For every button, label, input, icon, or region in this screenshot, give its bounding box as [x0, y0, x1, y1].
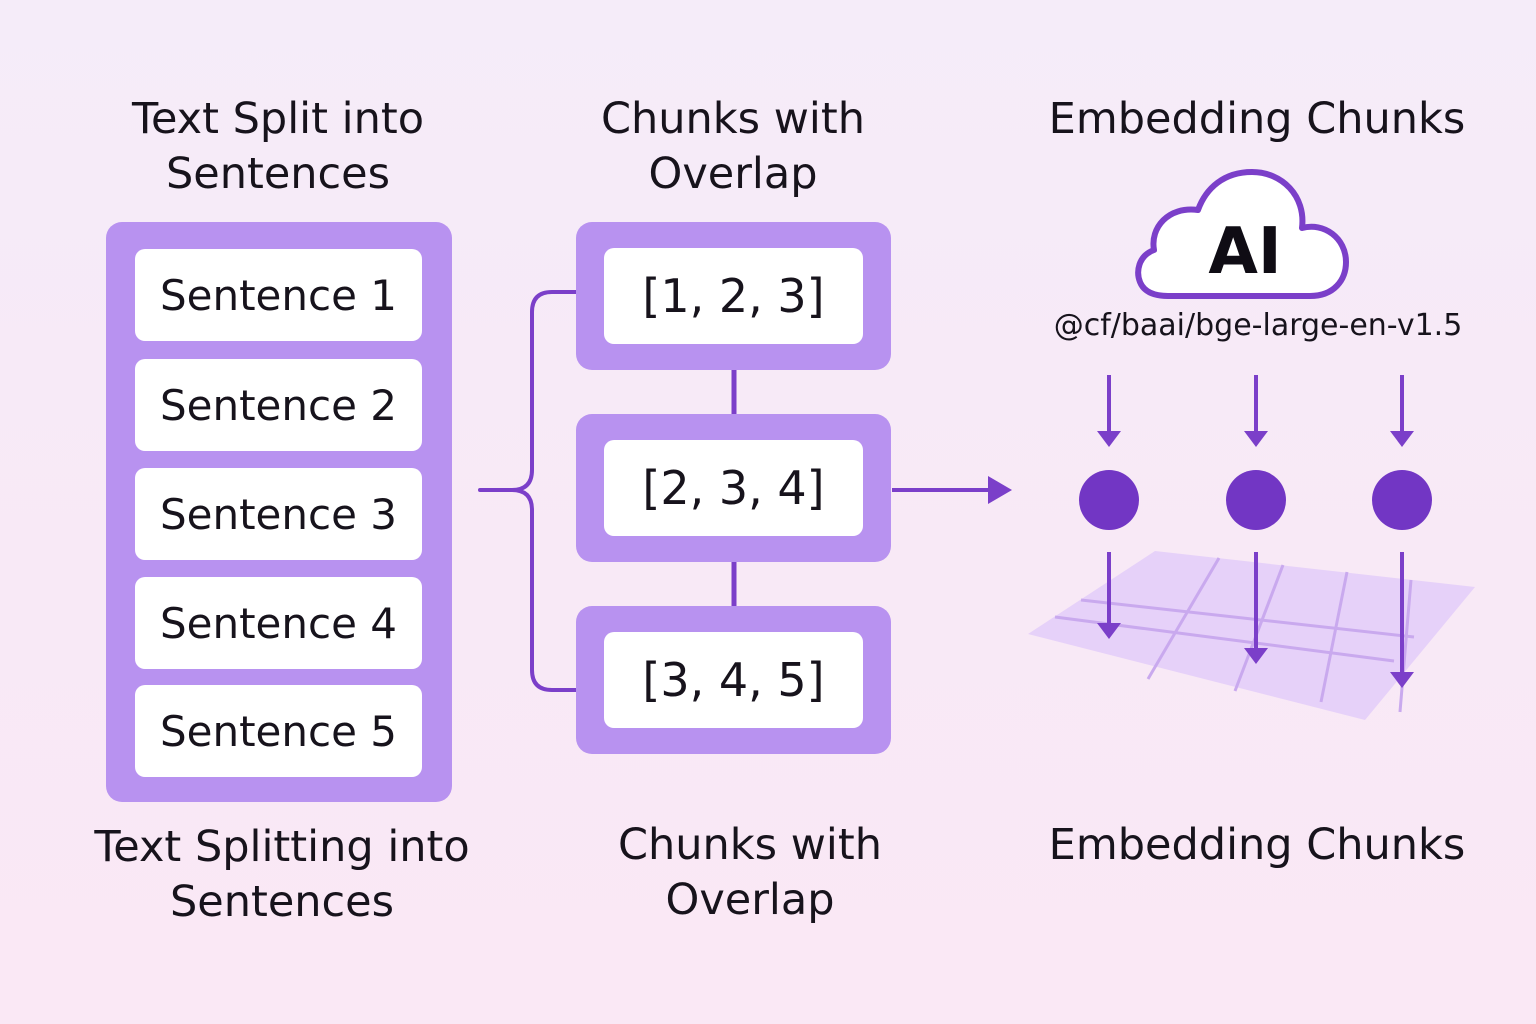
- chunk-frame-2: [2, 3, 4]: [576, 414, 891, 562]
- down-arrow-icon: [1390, 375, 1414, 447]
- sentence-card-1: Sentence 1: [135, 249, 422, 341]
- sentences-caption: Text Splitting into Sentences: [94, 822, 470, 927]
- embedding-title: Embedding Chunks: [1048, 94, 1466, 144]
- sentence-card-2: Sentence 2: [135, 359, 422, 451]
- down-arrow-icon: [1097, 552, 1121, 639]
- down-arrow-icon: [1097, 375, 1121, 447]
- chunks-title: Chunks with Overlap: [601, 94, 865, 199]
- arrow-to-embedding-icon: [892, 476, 1012, 504]
- model-name: @cf/baai/bge-large-en-v1.5: [1053, 308, 1463, 343]
- cloud-icon: [1135, 169, 1349, 299]
- down-arrow-icon: [1244, 375, 1268, 447]
- down-arrow-icon: [1390, 552, 1414, 688]
- sentence-card-3: Sentence 3: [135, 468, 422, 560]
- embedding-node-2: [1226, 470, 1286, 530]
- embedding-node-3: [1372, 470, 1432, 530]
- ai-cloud-label: AI: [1208, 215, 1282, 289]
- chunk-frame-1: [1, 2, 3]: [576, 222, 891, 370]
- chunk-frame-3: [3, 4, 5]: [576, 606, 891, 754]
- chunk-card-3: [3, 4, 5]: [604, 632, 863, 728]
- sentences-title: Text Split into Sentences: [131, 94, 424, 199]
- bracket-connector: [478, 290, 580, 692]
- chunks-caption: Chunks with Overlap: [618, 820, 882, 925]
- sentence-panel: Sentence 1 Sentence 2 Sentence 3 Sentenc…: [106, 222, 452, 802]
- sentence-card-5: Sentence 5: [135, 685, 422, 777]
- embedding-plane: [1028, 551, 1475, 720]
- embedding-node-1: [1079, 470, 1139, 530]
- down-arrow-icon: [1244, 552, 1268, 664]
- sentence-card-4: Sentence 4: [135, 577, 422, 669]
- chunk-card-1: [1, 2, 3]: [604, 248, 863, 344]
- embedding-caption: Embedding Chunks: [1048, 820, 1466, 870]
- chunk-card-2: [2, 3, 4]: [604, 440, 863, 536]
